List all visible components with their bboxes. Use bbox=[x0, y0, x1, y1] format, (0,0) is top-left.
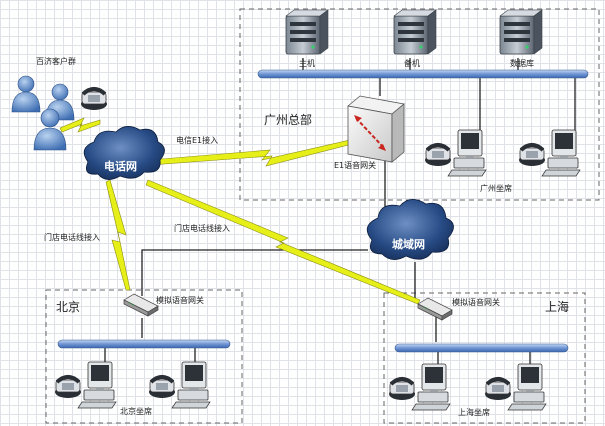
shanghai-station-1-icon bbox=[387, 362, 452, 412]
store-line-left-label: 门店电话线接入 bbox=[44, 232, 100, 242]
guangzhou-bus bbox=[257, 69, 589, 79]
e1-gateway-icon bbox=[347, 95, 405, 163]
shanghai-seats-label: 上海坐席 bbox=[458, 407, 490, 417]
beijing-label: 北京 bbox=[56, 300, 80, 314]
guangzhou-station-2-icon bbox=[517, 128, 582, 178]
phone-network-label: 电话网 bbox=[104, 159, 137, 173]
beijing-station-1-icon bbox=[53, 360, 118, 410]
lightning-beijing-icon bbox=[105, 179, 131, 291]
shanghai-gateway-label: 模拟语音网关 bbox=[452, 297, 500, 307]
beijing-seats-label: 北京坐席 bbox=[120, 406, 152, 416]
shanghai-region-box bbox=[383, 292, 586, 424]
beijing-region-box bbox=[45, 289, 243, 424]
beijing-analog-gateway-icon bbox=[123, 293, 159, 317]
server-backup-icon bbox=[393, 9, 437, 55]
phone-network-cloud-icon bbox=[83, 126, 165, 180]
server-label-database: 数据库 bbox=[510, 58, 534, 68]
shanghai-analog-gateway-icon bbox=[417, 297, 453, 321]
beijing-gateway-label: 模拟语音网关 bbox=[156, 295, 204, 305]
guangzhou-label: 广州总部 bbox=[264, 112, 312, 127]
guangzhou-region-box bbox=[239, 8, 600, 201]
server-label-backup: 备机 bbox=[404, 58, 420, 68]
e1-gateway-label: E1语音网关 bbox=[334, 160, 376, 170]
client-group-icon bbox=[11, 75, 107, 151]
store-line-mid-label: 门店电话线接入 bbox=[174, 223, 230, 233]
guangzhou-station-1-icon bbox=[423, 128, 488, 178]
lightning-clients-icon bbox=[59, 117, 101, 133]
shanghai-bus bbox=[394, 343, 569, 353]
telecom-e1-label: 电信E1接入 bbox=[176, 135, 218, 145]
metro-network-cloud-icon bbox=[366, 199, 454, 260]
beijing-bus bbox=[57, 339, 231, 349]
client-group-label: 百济客户群 bbox=[36, 56, 76, 66]
server-database-icon bbox=[499, 9, 543, 55]
guangzhou-seats-label: 广州坐席 bbox=[480, 183, 512, 193]
server-main-icon bbox=[285, 9, 329, 55]
server-label-main: 主机 bbox=[299, 58, 315, 68]
beijing-station-2-icon bbox=[147, 360, 212, 410]
shanghai-label: 上海 bbox=[545, 299, 569, 314]
network-links bbox=[104, 58, 576, 370]
metro-network-label: 城域网 bbox=[392, 237, 425, 251]
shanghai-station-2-icon bbox=[483, 362, 548, 412]
